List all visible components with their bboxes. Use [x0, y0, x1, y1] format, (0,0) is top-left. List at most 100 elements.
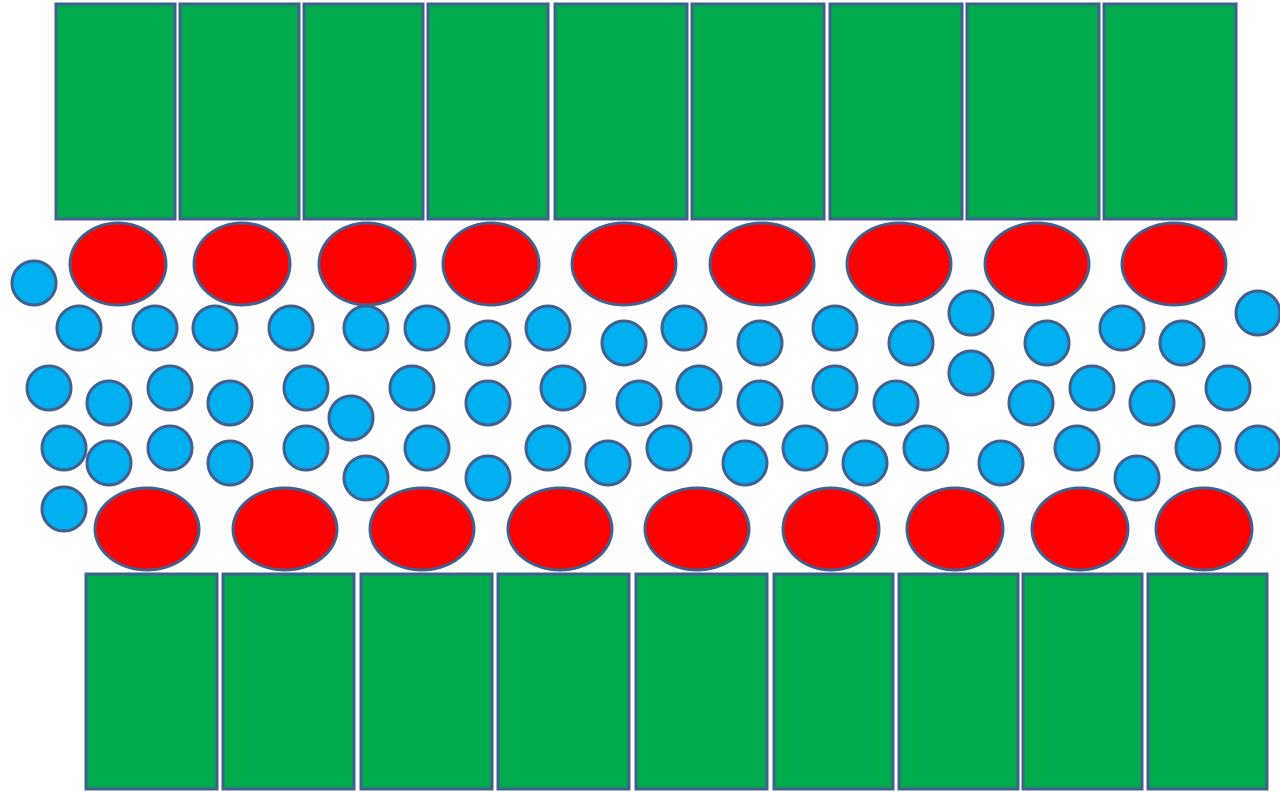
- upper-ellipse-5: [572, 223, 676, 305]
- top-rectangle-9: [1104, 4, 1236, 219]
- small-circle-39: [42, 426, 86, 470]
- small-circle-37: [1130, 381, 1174, 425]
- small-circle-10: [602, 321, 646, 365]
- small-circle-23: [208, 381, 252, 425]
- small-circle-28: [541, 366, 585, 410]
- small-circle-30: [677, 366, 721, 410]
- lower-ellipse-5: [645, 488, 749, 570]
- upper-ellipse-4: [443, 223, 539, 305]
- lower-ellipse-8: [1032, 488, 1128, 570]
- small-circle-57: [1176, 426, 1220, 470]
- lower-ellipse-1: [95, 488, 199, 570]
- upper-ellipse-7: [847, 223, 951, 305]
- lower-ellipse-7: [907, 488, 1003, 570]
- small-circle-6: [344, 306, 388, 350]
- small-circle-33: [874, 381, 918, 425]
- small-circle-46: [466, 456, 510, 500]
- bottom-rectangle-3: [361, 574, 492, 789]
- small-circle-40: [87, 441, 131, 485]
- small-circle-29: [617, 381, 661, 425]
- small-circle-18: [1160, 321, 1204, 365]
- small-circle-54: [979, 441, 1023, 485]
- top-rectangle-4: [428, 4, 548, 219]
- bottom-rectangle-6: [774, 574, 893, 789]
- upper-ellipse-row: [70, 223, 1226, 305]
- top-rectangle-8: [967, 4, 1099, 219]
- bottom-rectangle-1: [86, 574, 217, 789]
- small-circle-14: [889, 321, 933, 365]
- upper-ellipse-2: [194, 223, 290, 305]
- small-circle-50: [723, 441, 767, 485]
- small-circle-26: [390, 366, 434, 410]
- small-circle-15: [949, 291, 993, 335]
- small-circle-53: [904, 426, 948, 470]
- small-circle-1: [12, 261, 56, 305]
- top-rectangle-7: [830, 4, 962, 219]
- small-circle-27: [466, 381, 510, 425]
- small-circle-47: [526, 426, 570, 470]
- small-circle-41: [148, 426, 192, 470]
- small-circle-9: [526, 306, 570, 350]
- small-circle-17: [1100, 306, 1144, 350]
- small-circle-3: [133, 306, 177, 350]
- small-circle-8: [466, 321, 510, 365]
- small-circle-20: [27, 366, 71, 410]
- bottom-rectangle-row: [86, 574, 1267, 789]
- top-rectangle-row: [56, 4, 1236, 219]
- small-circle-56: [1115, 456, 1159, 500]
- upper-ellipse-6: [710, 223, 814, 305]
- upper-ellipse-3: [319, 223, 415, 305]
- bottom-rectangle-2: [223, 574, 354, 789]
- small-circle-5: [269, 306, 313, 350]
- lower-ellipse-9: [1156, 488, 1252, 570]
- top-rectangle-5: [555, 4, 687, 219]
- small-circle-2: [57, 306, 101, 350]
- small-circle-58: [1236, 426, 1280, 470]
- top-rectangle-6: [692, 4, 824, 219]
- small-circle-51: [783, 426, 827, 470]
- small-circle-44: [344, 456, 388, 500]
- small-circle-7: [405, 306, 449, 350]
- small-circle-36: [1070, 366, 1114, 410]
- bottom-rectangle-7: [899, 574, 1018, 789]
- bottom-rectangle-4: [498, 574, 629, 789]
- small-circle-4: [193, 306, 237, 350]
- small-circle-31: [738, 381, 782, 425]
- small-circle-35: [1009, 381, 1053, 425]
- small-circle-55: [1055, 426, 1099, 470]
- top-rectangle-3: [304, 4, 423, 219]
- small-circle-12: [738, 321, 782, 365]
- lower-ellipse-3: [370, 488, 474, 570]
- lower-ellipse-row: [95, 488, 1252, 570]
- lower-ellipse-6: [783, 488, 879, 570]
- small-circle-43: [284, 426, 328, 470]
- small-circle-42: [208, 441, 252, 485]
- small-circle-19: [1236, 291, 1280, 335]
- bottom-rectangle-5: [636, 574, 767, 789]
- small-circle-38: [1206, 366, 1250, 410]
- small-circle-32: [813, 366, 857, 410]
- top-rectangle-2: [180, 4, 299, 219]
- small-circle-16: [1025, 321, 1069, 365]
- upper-ellipse-1: [70, 223, 166, 305]
- bottom-rectangle-9: [1148, 574, 1267, 789]
- small-circle-48: [586, 441, 630, 485]
- small-circle-11: [662, 306, 706, 350]
- small-circle-25: [329, 396, 373, 440]
- small-circle-45: [405, 426, 449, 470]
- lower-ellipse-2: [233, 488, 337, 570]
- bottom-rectangle-8: [1023, 574, 1142, 789]
- small-circle-21: [87, 381, 131, 425]
- lower-ellipse-4: [508, 488, 612, 570]
- top-rectangle-1: [56, 4, 175, 219]
- small-circle-52: [843, 441, 887, 485]
- small-circle-13: [813, 306, 857, 350]
- small-circle-24: [284, 366, 328, 410]
- small-circle-59: [42, 487, 86, 531]
- upper-ellipse-9: [1122, 223, 1226, 305]
- small-circle-49: [647, 426, 691, 470]
- small-circle-22: [148, 366, 192, 410]
- small-circle-34: [949, 351, 993, 395]
